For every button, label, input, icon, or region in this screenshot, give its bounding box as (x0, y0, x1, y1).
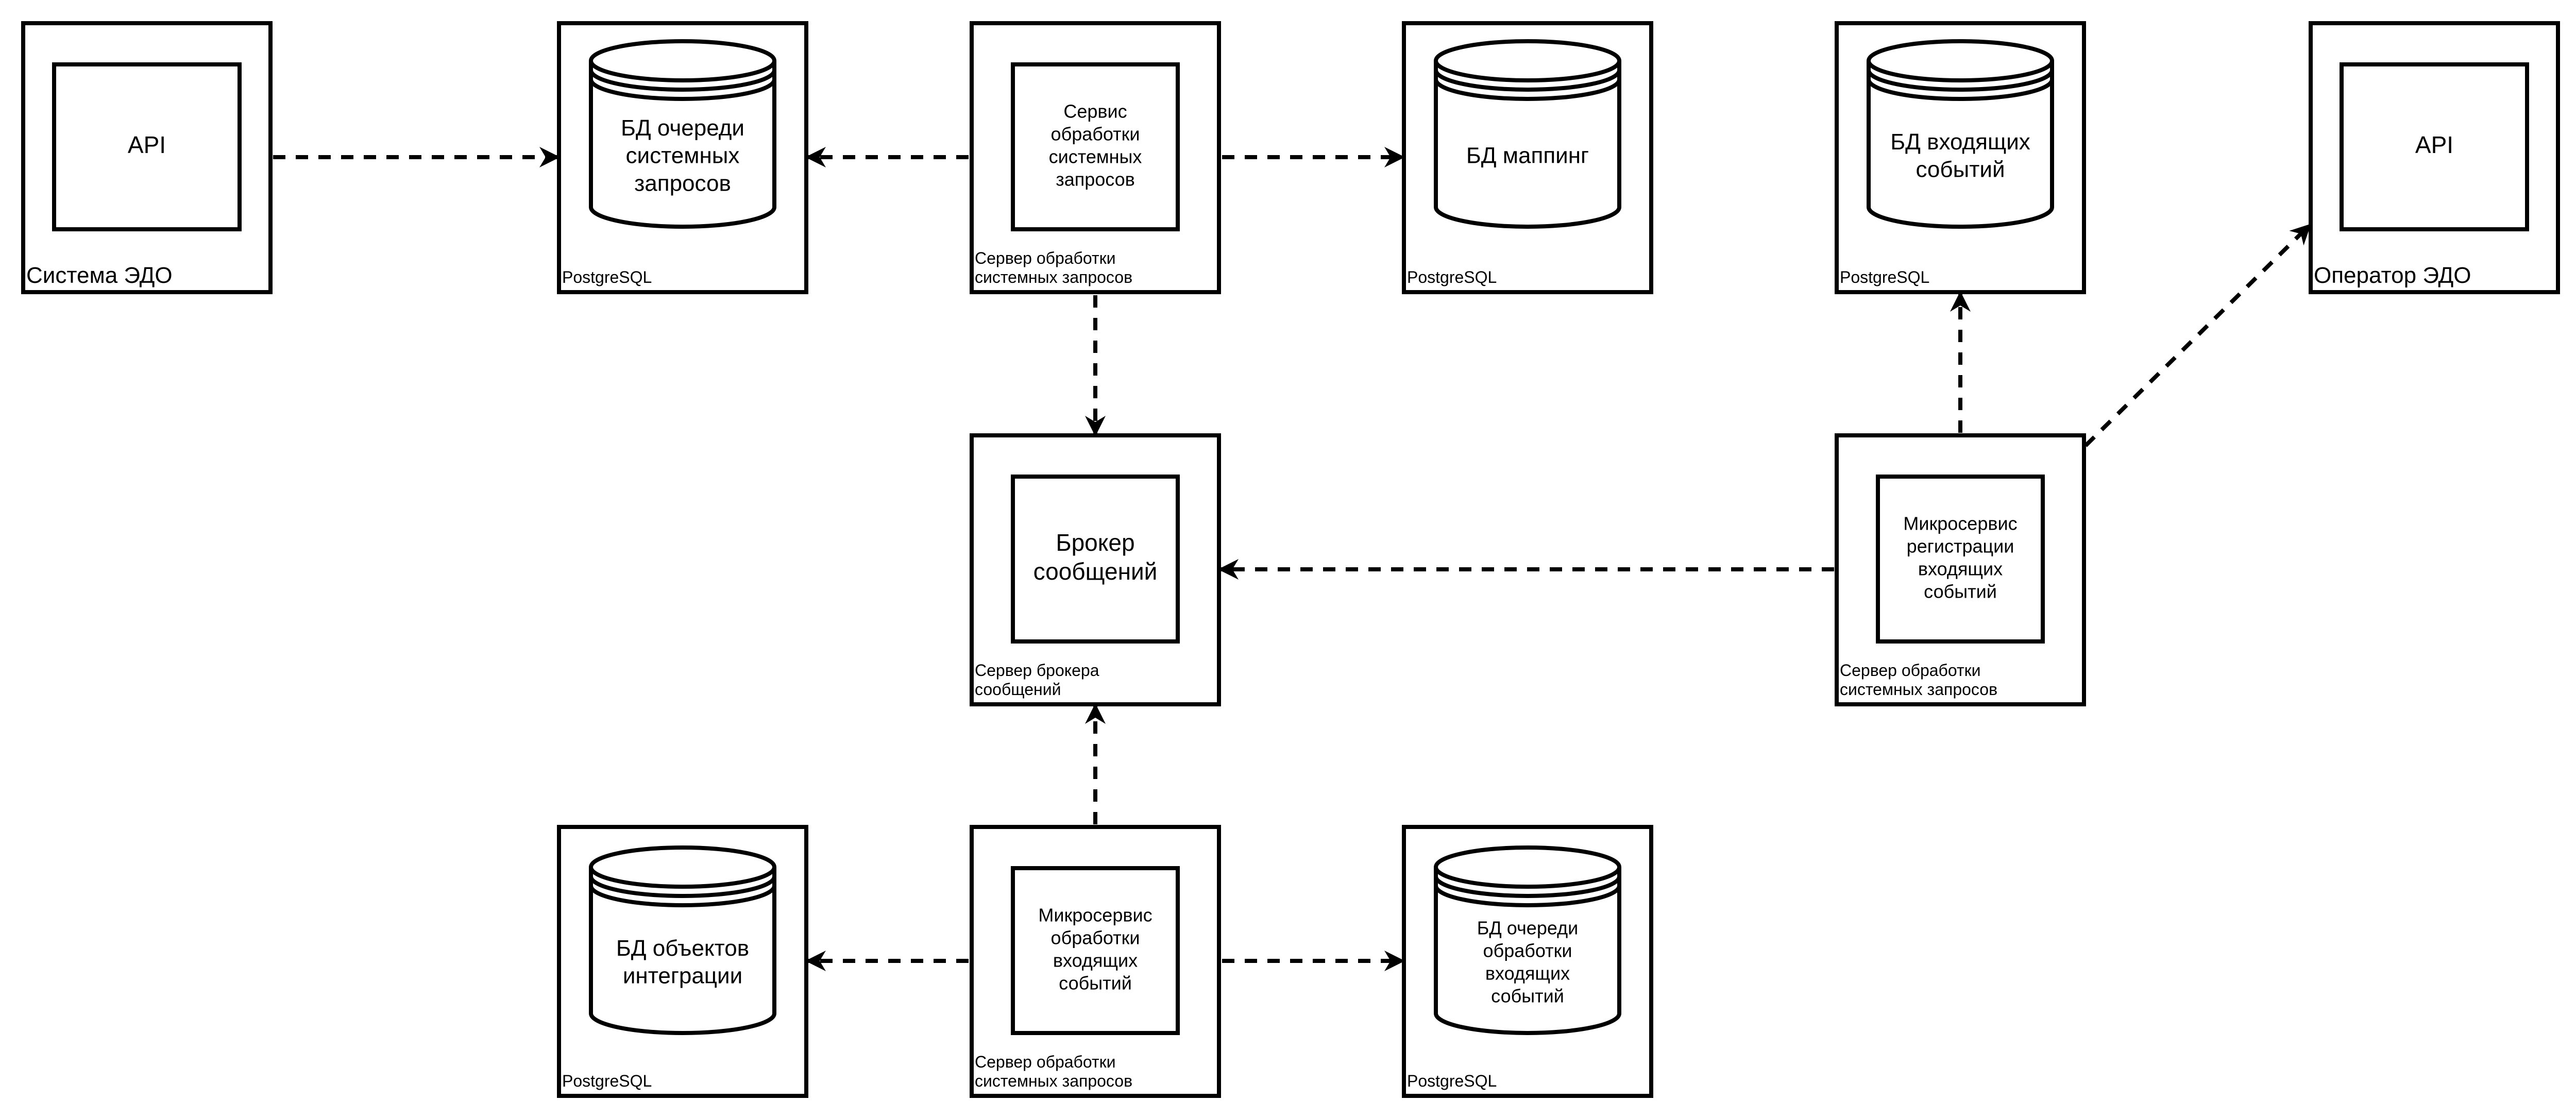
container-label: Сервер обработки (975, 1053, 1116, 1071)
container-label: PostgreSQL (1840, 268, 1929, 286)
component-box (1011, 475, 1180, 644)
database-cylinder-icon (1434, 845, 1621, 1035)
edge-registration-service-to-sed-operator (2084, 224, 2311, 447)
cylinder-ring (1434, 876, 1621, 898)
component-label-line: запросов (1056, 168, 1135, 190)
node-sed-system: API Система ЭДО (21, 21, 273, 294)
container-label: системных запросов (975, 1072, 1132, 1090)
component-label-line: API (2415, 131, 2453, 158)
component-label-line: обработки (1051, 927, 1140, 949)
component-label-line: Микросервис (1038, 905, 1152, 926)
component-label-line: Брокер (1056, 529, 1134, 556)
cylinder-ring (589, 876, 776, 898)
cylinder-body (1867, 61, 2054, 229)
database-label-line: событий (1491, 985, 1564, 1006)
container-label: системных запросов (1840, 680, 1997, 699)
connections (273, 147, 2311, 971)
container-label: PostgreSQL (562, 268, 652, 286)
cylinder-body (589, 61, 776, 229)
cylinder-top (1434, 845, 1621, 889)
container-label: PostgreSQL (1407, 1072, 1497, 1090)
database-label-line: БД маппинг (1466, 143, 1589, 168)
cylinder-top (1434, 39, 1621, 82)
database-label-line: событий (1916, 157, 2005, 182)
database-cylinder-icon (1434, 39, 1621, 229)
component-box (2340, 62, 2529, 231)
cylinder-ring (589, 885, 776, 907)
database-label-line: БД очереди (1477, 918, 1578, 939)
cylinder-body (1434, 867, 1621, 1035)
database-cylinder-icon (589, 845, 776, 1035)
cylinder-ring (1434, 70, 1621, 92)
cylinder-ring (1867, 70, 2054, 92)
component-label-line: обработки (1051, 124, 1140, 145)
database-label-line: входящих (1485, 962, 1570, 984)
container-label: Сервер брокера (975, 661, 1099, 680)
database-label-line: обработки (1483, 940, 1572, 961)
component-label-line: Микросервис (1903, 513, 2017, 534)
cylinder-top (589, 39, 776, 82)
component-label-line: входящих (1918, 558, 2003, 579)
node-sed-operator: API Оператор ЭДО (2309, 21, 2560, 294)
component-box (1011, 62, 1180, 231)
cylinder-ring (1434, 79, 1621, 101)
component-label-line: Сервис (1063, 101, 1127, 122)
component-box (1011, 866, 1180, 1035)
database-label-line: интеграции (623, 963, 742, 988)
component-label-line: системных (1049, 146, 1142, 167)
cylinder-top (1867, 39, 2054, 82)
component-box (1876, 475, 2045, 644)
component-label-line: регистрации (1907, 536, 2014, 557)
container-label: Оператор ЭДО (2314, 263, 2471, 288)
cylinder-body (1434, 61, 1621, 229)
database-cylinder-icon (1867, 39, 2054, 229)
database-label-line: БД очереди (621, 115, 744, 141)
container-label: системных запросов (975, 268, 1132, 286)
database-label-line: системных (626, 143, 740, 168)
cylinder-body (589, 867, 776, 1035)
container-label: Сервер обработки (1840, 661, 1981, 680)
component-label-line: входящих (1053, 950, 1138, 971)
component-label-line: событий (1924, 581, 1997, 602)
container-label: сообщений (975, 680, 1061, 699)
node-registration-service: МикросервисрегистрациивходящихсобытийСер… (1835, 433, 2086, 706)
cylinder-ring (589, 79, 776, 101)
container-label: Сервер обработки (975, 249, 1116, 267)
component-label-line: сообщений (1033, 558, 1158, 585)
node-db-incoming-queue: БД очередиобработкивходящихсобытийPostgr… (1402, 825, 1653, 1098)
component-label-line: событий (1059, 972, 1132, 993)
database-cylinder-icon (589, 39, 776, 229)
component-box (52, 62, 242, 231)
container-label: Система ЭДО (26, 263, 173, 288)
cylinder-top (589, 845, 776, 889)
node-incoming-processing-service: МикросервисобработкивходящихсобытийСерве… (970, 825, 1221, 1098)
component-label-line: API (128, 131, 166, 158)
cylinder-ring (1867, 79, 2054, 101)
cylinder-ring (589, 70, 776, 92)
database-label-line: БД входящих (1890, 129, 2030, 155)
database-label-line: БД объектов (616, 936, 749, 961)
cylinder-ring (1434, 885, 1621, 907)
container-label: PostgreSQL (562, 1072, 652, 1090)
database-label-line: запросов (634, 171, 731, 196)
container-label: PostgreSQL (1407, 268, 1497, 286)
